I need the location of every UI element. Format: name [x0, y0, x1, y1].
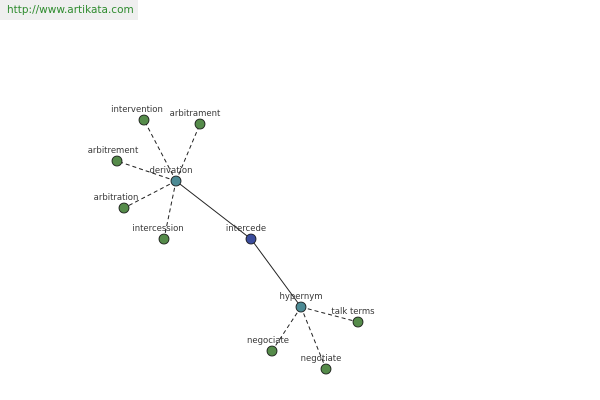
node-intercession[interactable] [158, 233, 170, 245]
node-label-negotiate[interactable]: negotiate [301, 354, 342, 364]
node-label-derivation[interactable]: derivation [149, 166, 192, 176]
node-label-negociate[interactable]: negociate [247, 336, 289, 346]
node-talk-terms[interactable] [352, 316, 364, 328]
graph-edges [116, 119, 359, 370]
edge-hypernym-talk-terms [300, 306, 359, 323]
edge-intercede-hypernym [250, 238, 302, 308]
edge-derivation-intercession [163, 180, 177, 240]
graph-nodes [111, 114, 364, 375]
edge-derivation-arbitration [123, 180, 177, 209]
node-label-intervention[interactable]: intervention [111, 105, 163, 115]
graph-labels: intervention arbitrament arbitrement arbitr… [88, 105, 375, 364]
node-label-intercede[interactable]: intercede [226, 224, 266, 234]
node-intercede[interactable] [245, 233, 257, 245]
node-arbitrement[interactable] [111, 155, 123, 167]
node-negotiate[interactable] [320, 363, 332, 375]
node-hypernym[interactable] [295, 301, 307, 313]
node-derivation[interactable] [170, 175, 182, 187]
node-arbitrament[interactable] [194, 118, 206, 130]
node-negociate[interactable] [266, 345, 278, 357]
node-label-arbitrement[interactable]: arbitrement [88, 146, 139, 156]
edge-derivation-arbitrament [175, 123, 201, 182]
node-label-arbitrament[interactable]: arbitrament [170, 109, 221, 119]
node-label-arbitration[interactable]: arbitration [94, 193, 139, 203]
edge-derivation-arbitrement [116, 160, 177, 182]
node-label-intercession[interactable]: intercession [132, 224, 183, 234]
edge-intercede-derivation [175, 180, 252, 240]
node-label-hypernym[interactable]: hypernym [279, 292, 322, 302]
edge-hypernym-negociate [271, 306, 302, 352]
node-label-talk-terms[interactable]: talk terms [331, 307, 375, 317]
edge-derivation-intervention [143, 119, 177, 182]
artikata-url-link[interactable]: http://www.artikata.com [0, 0, 138, 20]
node-intervention[interactable] [138, 114, 150, 126]
node-arbitration[interactable] [118, 202, 130, 214]
